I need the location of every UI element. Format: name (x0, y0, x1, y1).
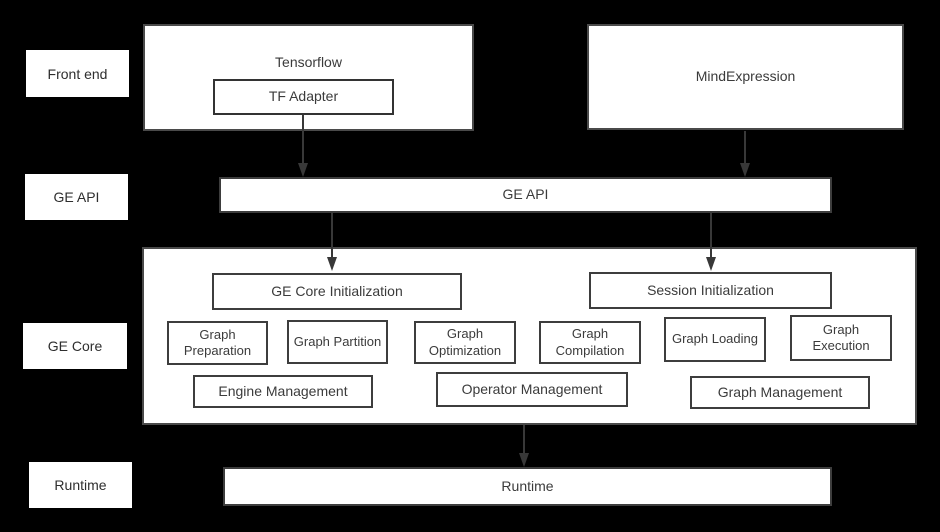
arrow-ge-api-to-ge-core-init-head (327, 257, 337, 271)
arrow-ge-api-to-ge-core-init-line (331, 213, 333, 257)
graph-optimization-box: Graph Optimization (414, 321, 516, 364)
ge-api-bar-label: GE API (502, 186, 549, 203)
arrow-mindexpression-to-ge-api-line (744, 131, 746, 163)
tf-adapter-box: TF Adapter (213, 79, 394, 115)
ge-core-initialization-box: GE Core Initialization (212, 273, 462, 310)
row-label-runtime-text: Runtime (54, 477, 107, 493)
row-label-ge-core-text: GE Core (47, 338, 103, 354)
runtime-bar-label: Runtime (501, 477, 554, 494)
arrow-ge-core-to-runtime-line (523, 425, 525, 453)
mindexpression-label: MindExpression (695, 68, 796, 85)
graph-partition-box: Graph Partition (287, 320, 388, 364)
graph-optimization-label: Graph Optimization (428, 326, 502, 358)
arrow-ge-core-to-runtime-head (519, 453, 529, 467)
engine-management-label: Engine Management (218, 382, 348, 399)
graph-execution-label: Graph Execution (812, 321, 870, 353)
operator-management-box: Operator Management (436, 372, 628, 407)
row-label-ge-api: GE API (25, 174, 128, 220)
graph-partition-label: Graph Partition (293, 333, 382, 349)
row-label-runtime: Runtime (29, 462, 132, 508)
graph-compilation-box: Graph Compilation (539, 321, 641, 364)
row-label-ge-core: GE Core (23, 323, 127, 369)
row-label-ge-api-text: GE API (53, 189, 100, 205)
ge-api-bar: GE API (219, 177, 832, 213)
arrow-tf-adapter-to-ge-api-line (302, 115, 304, 163)
row-label-front-end: Front end (26, 50, 129, 97)
tensorflow-box: Tensorflow TF Adapter (143, 24, 474, 131)
operator-management-label: Operator Management (461, 380, 603, 397)
ge-core-container: GE Core Initialization Session Initializ… (142, 247, 917, 425)
graph-loading-box: Graph Loading (664, 317, 766, 362)
arrow-ge-api-to-session-init-head (706, 257, 716, 271)
mindexpression-box: MindExpression (587, 24, 904, 130)
graph-preparation-box: Graph Preparation (167, 321, 268, 365)
session-initialization-label: Session Initialization (647, 281, 774, 298)
tf-adapter-label: TF Adapter (268, 88, 339, 105)
arrow-ge-api-to-session-init-line (710, 213, 712, 257)
session-initialization-box: Session Initialization (589, 272, 832, 309)
arrow-mindexpression-to-ge-api-head (740, 163, 750, 177)
row-label-front-end-text: Front end (47, 65, 108, 82)
engine-management-box: Engine Management (193, 375, 373, 408)
ge-core-initialization-label: GE Core Initialization (271, 282, 403, 299)
arrow-tf-adapter-to-ge-api-head (298, 163, 308, 177)
graph-loading-label: Graph Loading (671, 331, 758, 347)
graph-execution-box: Graph Execution (790, 315, 892, 361)
graph-compilation-label: Graph Compilation (555, 326, 625, 358)
tensorflow-label: Tensorflow (275, 54, 342, 70)
graph-management-box: Graph Management (690, 376, 870, 409)
runtime-bar: Runtime (223, 467, 832, 506)
graph-management-label: Graph Management (717, 383, 843, 400)
graph-preparation-label: Graph Preparation (183, 326, 252, 358)
